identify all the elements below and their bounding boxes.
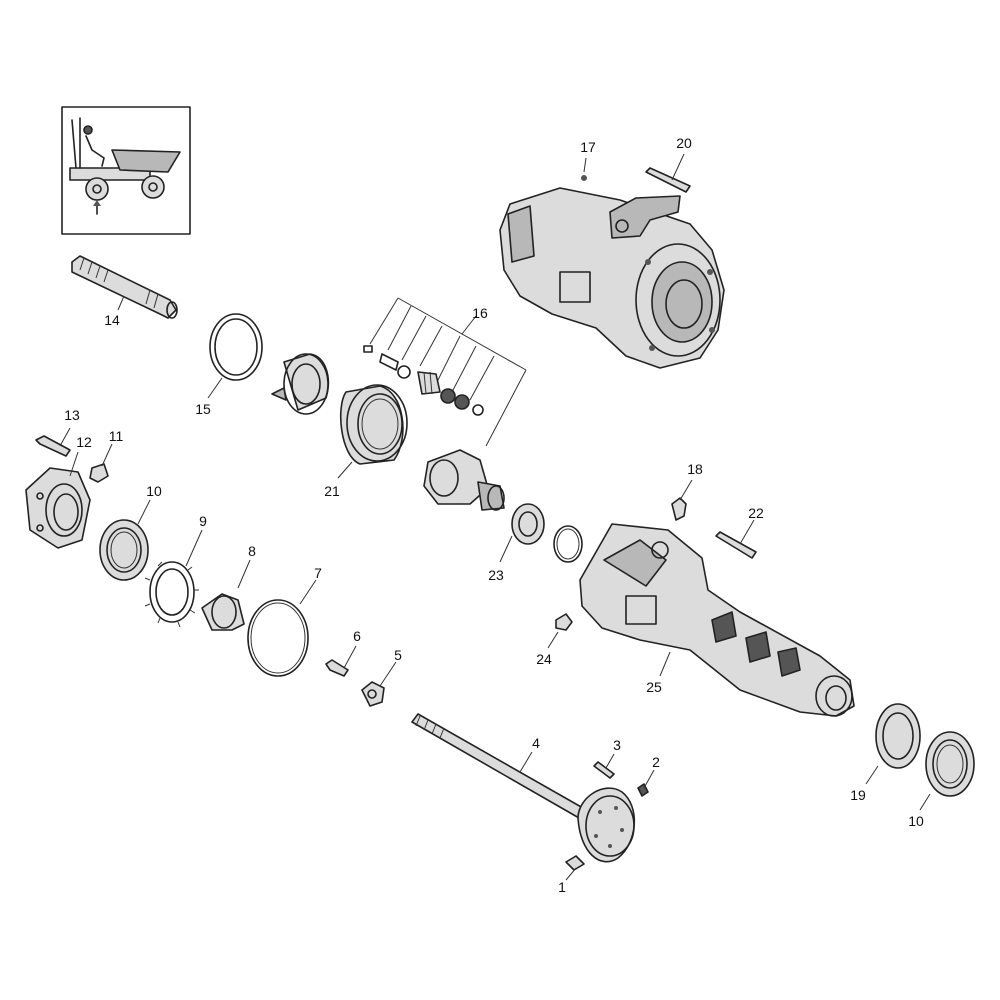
callout-17: 17 — [580, 139, 596, 155]
part-9-tab-washer — [144, 529, 203, 628]
part-15-snap-ring — [207, 313, 263, 399]
callout-20: 20 — [676, 135, 692, 151]
callout-21: 21 — [324, 483, 340, 499]
callout-11: 11 — [109, 428, 124, 444]
part-planet-carrier — [423, 449, 505, 511]
part-22-bolt — [715, 519, 757, 559]
part-19-spacer-ring — [865, 703, 921, 785]
part-10-seal-left — [99, 499, 151, 581]
callout-14: 14 — [104, 312, 120, 328]
part-13-bolt — [35, 427, 71, 457]
callout-18: 18 — [687, 461, 703, 477]
part-10-seal-right — [919, 731, 975, 811]
callout-9: 9 — [199, 513, 207, 529]
callout-6: 6 — [353, 628, 361, 644]
differential-housing — [499, 187, 725, 369]
callout-10-right: 10 — [908, 813, 924, 829]
part-21-ring-gear — [337, 384, 408, 479]
callout-5: 5 — [394, 647, 402, 663]
part-25-axle-housing — [579, 523, 855, 717]
callout-13: 13 — [64, 407, 80, 423]
part-thin-washer — [553, 525, 583, 563]
part-17-plug — [581, 157, 587, 181]
part-24-nut — [547, 613, 573, 649]
callout-1: 1 — [558, 879, 566, 895]
part-3-pin — [593, 753, 615, 779]
part-18-breather — [671, 479, 693, 521]
part-2-screw — [637, 769, 655, 797]
part-14-shaft — [71, 255, 178, 319]
part-11-nut — [89, 443, 113, 483]
callout-24: 24 — [536, 651, 552, 667]
callout-15: 15 — [195, 401, 211, 417]
callout-19: 19 — [850, 787, 866, 803]
part-7-o-ring — [247, 579, 317, 677]
callout-10-left: 10 — [146, 483, 162, 499]
callout-4: 4 — [532, 735, 540, 751]
callout-12: 12 — [76, 434, 92, 450]
part-8-lock-nut — [201, 559, 251, 631]
part-1-plug — [565, 855, 585, 881]
part-12-wheel-hub — [25, 451, 91, 549]
callout-3: 3 — [613, 737, 621, 753]
part-20-bolt — [645, 153, 691, 193]
part-4-axle-shaft — [411, 713, 636, 863]
callout-22: 22 — [748, 505, 764, 521]
callout-23: 23 — [488, 567, 504, 583]
callout-16: 16 — [472, 305, 488, 321]
callout-25: 25 — [646, 679, 662, 695]
part-16-planet-gear-kit — [363, 297, 527, 447]
part-23-bearing — [499, 503, 545, 563]
dumper-vehicle-icon — [61, 106, 191, 235]
callout-7: 7 — [314, 565, 322, 581]
part-6-screw — [325, 645, 357, 677]
callout-2: 2 — [652, 754, 660, 770]
part-carrier-ring — [271, 353, 330, 415]
part-5-nut — [361, 661, 397, 707]
callout-8: 8 — [248, 543, 256, 559]
